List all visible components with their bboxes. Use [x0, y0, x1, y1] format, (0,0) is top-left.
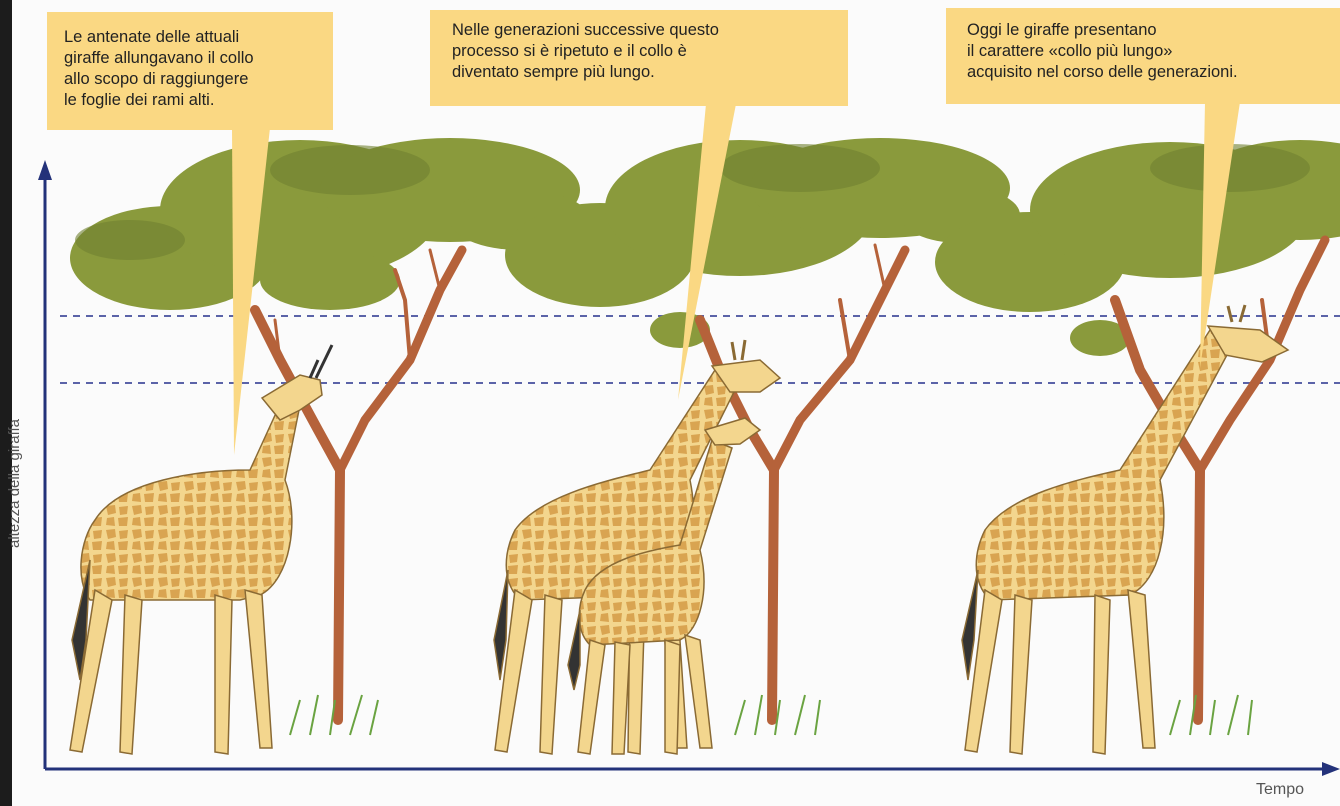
caption-line: Le antenate delle attuali	[64, 27, 254, 48]
x-axis-label: Tempo	[1256, 781, 1304, 799]
caption-today: Oggi le giraffe presentano il carattere …	[946, 8, 1340, 104]
giraffe-ancestor	[70, 345, 332, 754]
caption-generations: Nelle generazioni successive questo proc…	[430, 10, 848, 106]
caption-line: Nelle generazioni successive questo	[452, 20, 719, 41]
caption-line: giraffe allungavano il collo	[64, 48, 254, 69]
caption-ancestors: Le antenate delle attuali giraffe allung…	[47, 12, 333, 130]
caption-line: allo scopo di raggiungere	[64, 69, 254, 90]
acacia-tree-2	[505, 138, 1020, 735]
caption-line: Oggi le giraffe presentano	[967, 20, 1238, 41]
caption-line: le foglie dei rami alti.	[64, 90, 254, 111]
y-axis-label: altezza della giraffa	[6, 308, 23, 548]
caption-line: il carattere «collo più lungo»	[967, 41, 1238, 62]
caption-line: diventato sempre più lungo.	[452, 62, 719, 83]
caption-line: acquisito nel corso delle generazioni.	[967, 62, 1238, 83]
giraffe-modern	[962, 305, 1288, 754]
caption-line: processo si è ripetuto e il collo è	[452, 41, 719, 62]
